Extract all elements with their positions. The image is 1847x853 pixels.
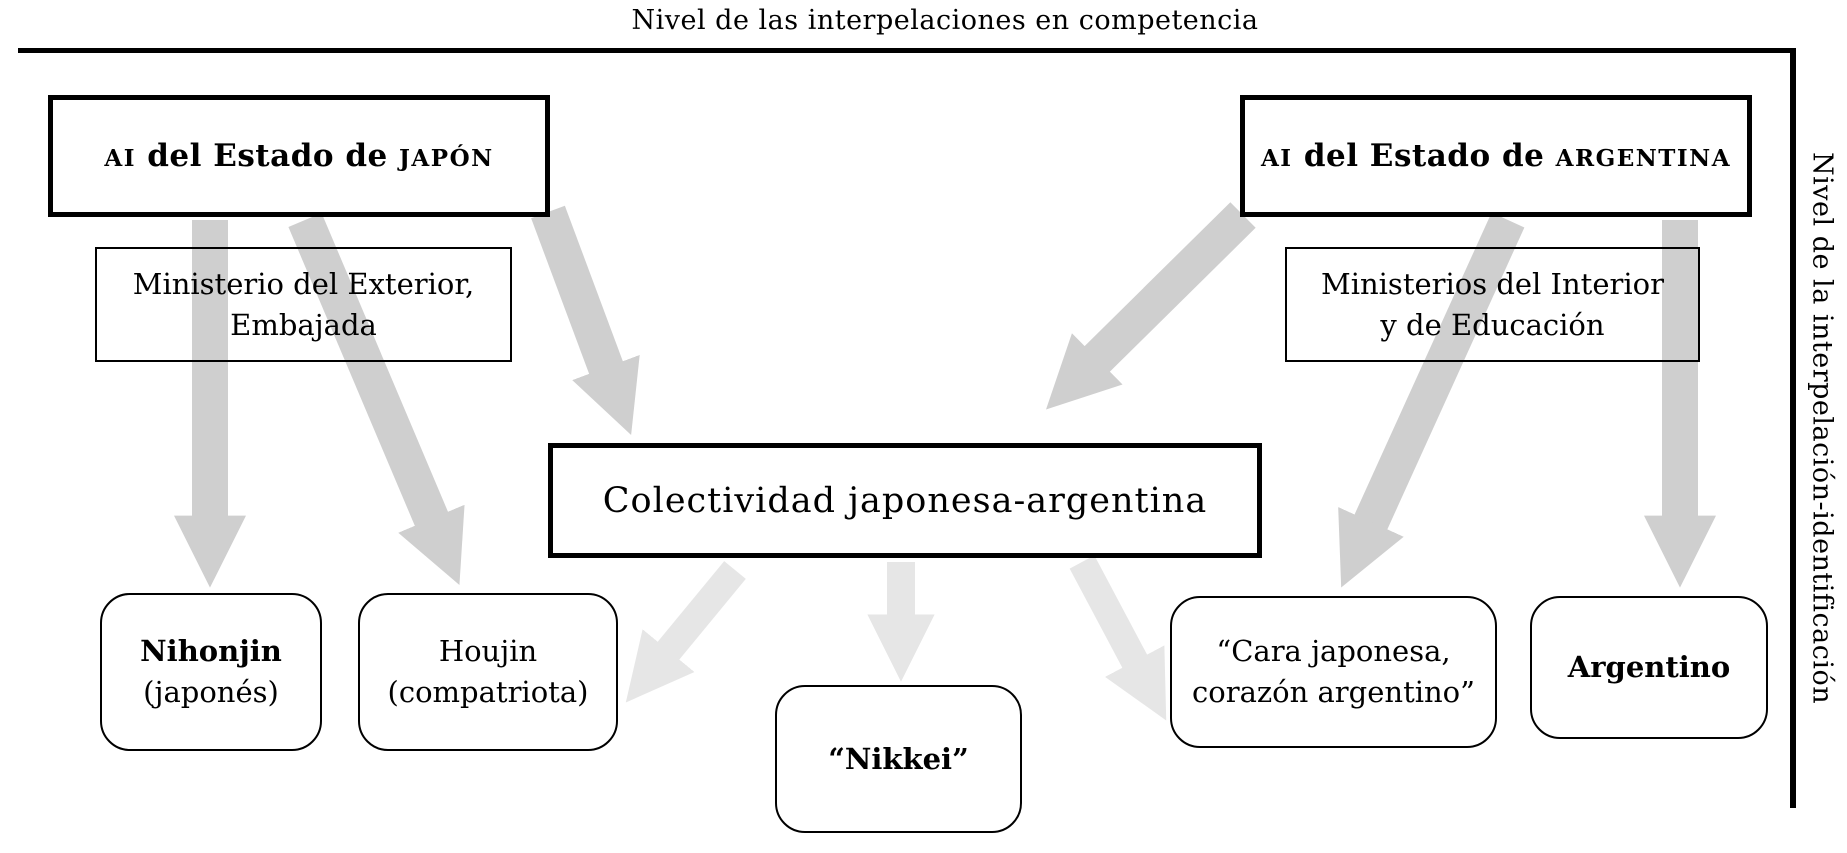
state-box-japan-label: AI del Estado de JAPÓN <box>104 138 493 174</box>
identity-box-nikkei: “Nikkei” <box>775 685 1022 833</box>
state-box-japan: AI del Estado de JAPÓN <box>48 95 550 217</box>
identity-box-nihonjin-line1: Nihonjin <box>140 634 282 669</box>
identity-box-cara-line1: “Cara japonesa, <box>1216 634 1451 669</box>
identity-box-cara-line2: corazón argentino” <box>1192 675 1475 709</box>
community-box: Colectividad japonesa-argentina <box>548 443 1262 558</box>
identity-box-houjin-line2: (compatriota) <box>387 675 589 709</box>
right-axis-title: Nivel de la interpelación-identificación <box>1806 151 1838 705</box>
identity-box-nihonjin-line2: (japonés) <box>143 675 279 709</box>
identity-box-argentino: Argentino <box>1530 596 1768 739</box>
arrow-japan-to-colectividad <box>531 205 640 435</box>
state-box-japan-suffix: JAPÓN <box>399 145 494 172</box>
ministry-box-argentina-line2: y de Educación <box>1380 307 1605 342</box>
ministry-box-japan: Ministerio del Exterior, Embajada <box>95 247 512 362</box>
community-box-label: Colectividad japonesa-argentina <box>602 480 1208 521</box>
ministry-box-japan-line2: Embajada <box>230 307 377 342</box>
identity-box-cara: “Cara japonesa, corazón argentino” <box>1170 596 1497 748</box>
top-axis-title: Nivel de las interpelaciones en competen… <box>631 5 1259 36</box>
arrow-colectividad-to-cara <box>1069 555 1167 721</box>
identity-box-houjin: Houjin (compatriota) <box>358 593 618 751</box>
state-box-japan-middle: del Estado de <box>147 138 388 174</box>
identity-box-nikkei-line1: “Nikkei” <box>828 741 969 776</box>
ministry-box-argentina-line1: Ministerios del Interior <box>1321 266 1664 301</box>
identity-box-argentino-line1: Argentino <box>1567 650 1731 685</box>
state-box-argentina-prefix: AI <box>1260 145 1293 172</box>
arrow-colectividad-to-houjin <box>625 561 746 703</box>
arrow-japan-to-houjin <box>288 212 465 586</box>
ministry-box-argentina: Ministerios del Interior y de Educación <box>1285 247 1700 362</box>
arrow-argentina-to-colectividad <box>1046 202 1256 410</box>
right-frame-rule <box>1790 48 1796 808</box>
state-box-argentina-suffix: ARGENTINA <box>1555 145 1732 172</box>
state-box-argentina-label: AI del Estado de ARGENTINA <box>1261 138 1731 174</box>
ministry-box-japan-line1: Ministerio del Exterior, <box>132 266 475 301</box>
state-box-japan-prefix: AI <box>104 145 136 172</box>
state-box-argentina-middle: del Estado de <box>1303 138 1545 174</box>
arrow-argentina-to-cara <box>1338 212 1525 588</box>
top-frame-rule <box>18 48 1796 53</box>
state-box-argentina: AI del Estado de ARGENTINA <box>1240 95 1752 217</box>
identity-box-houjin-line1: Houjin <box>438 634 538 669</box>
identity-box-nihonjin: Nihonjin (japonés) <box>100 593 322 751</box>
